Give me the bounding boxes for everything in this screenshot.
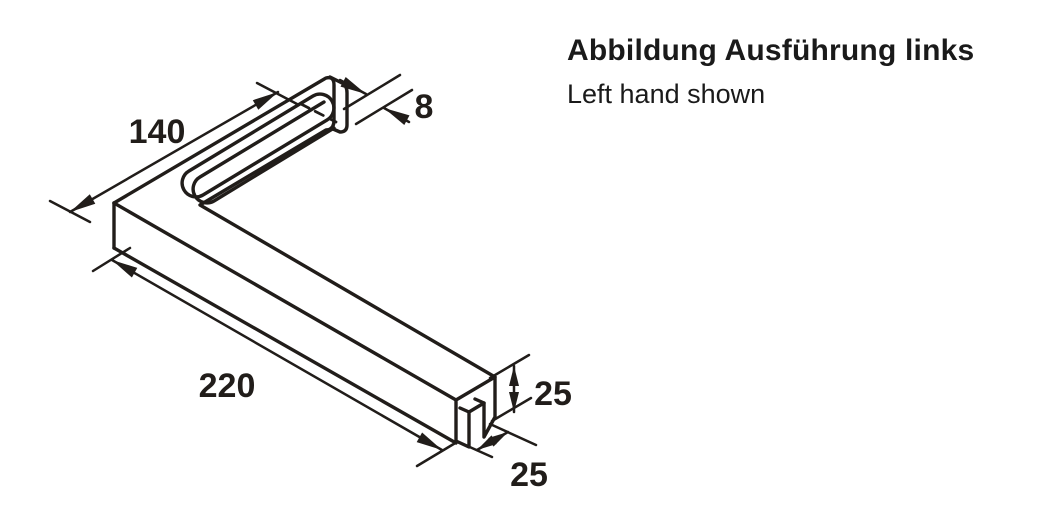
dim-25h-ticks [488, 353, 533, 423]
channel-inner-edges [458, 397, 486, 414]
bar-front-bottom-edge [112, 246, 458, 445]
dim-220-arrow-down [416, 432, 442, 450]
dimension-label-25-height: 25 [534, 375, 572, 413]
dim-140-line [68, 90, 280, 214]
dim-25h-arrow-up [509, 366, 519, 386]
dim-220-ticks [91, 246, 459, 468]
dimension-label-25-width: 25 [510, 456, 548, 494]
dimension-label-220: 220 [199, 367, 256, 405]
figure-caption: Abbildung Ausführung links Left hand sho… [567, 36, 1027, 108]
dim-25w-arrow-right [488, 432, 508, 447]
dim-140-ticks [48, 81, 299, 224]
dim-8-arrow-left [340, 77, 366, 94]
dim-140-arrow-down [70, 194, 96, 212]
dim-220-arrow-up [112, 260, 138, 278]
dim-220-line [110, 258, 444, 452]
dimension-label-8: 8 [415, 88, 434, 126]
bar-front-top-edge [112, 201, 458, 402]
figure-title-en: Left hand shown [567, 79, 766, 109]
slot-inner-contour [191, 100, 336, 205]
dim-25h-arrow-down [509, 392, 519, 412]
dim-8-arrow-right [384, 108, 410, 125]
slot-hidden-edge [299, 102, 338, 124]
dimension-140: 140 [48, 81, 299, 224]
dim-140-arrow-up [252, 92, 278, 110]
dimension-label-140: 140 [129, 113, 186, 151]
figure-title-de: Abbildung Ausführung links [567, 34, 975, 67]
dimension-8: 8 [338, 73, 434, 126]
slot-outline [180, 92, 338, 205]
dimension-25-width: 25 [461, 422, 548, 494]
bar-end-face [454, 375, 497, 449]
slot-outer-contour [180, 92, 336, 199]
dimension-220: 220 [91, 246, 459, 468]
dimension-25-height: 25 [488, 353, 572, 423]
